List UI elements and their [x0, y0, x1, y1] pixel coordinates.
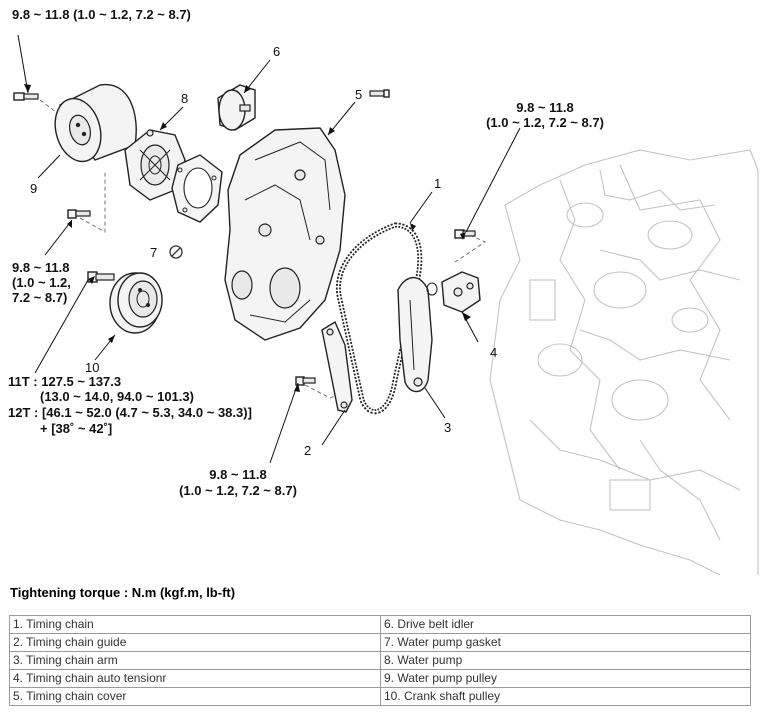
- no-reuse-icon: [169, 245, 183, 259]
- callout-2: 2: [304, 443, 311, 458]
- engine-block-outline: [489, 149, 759, 576]
- parts-legend-table: 1. Timing chain 6. Drive belt idler 2. T…: [9, 615, 751, 706]
- table-cell: 5. Timing chain cover: [9, 687, 381, 706]
- table-cell: 6. Drive belt idler: [380, 615, 751, 634]
- callout-3: 3: [444, 420, 451, 435]
- callout-8: 8: [181, 91, 188, 106]
- bolt-top-left: [13, 92, 39, 101]
- callout-4: 4: [490, 345, 497, 360]
- legend-title: Tightening torque : N.m (kgf.m, lb-ft): [10, 585, 236, 600]
- table-row: 2. Timing chain guide 7. Water pump gask…: [9, 633, 751, 652]
- callout-9: 9: [30, 181, 37, 196]
- table-row: 5. Timing chain cover 10. Crank shaft pu…: [9, 687, 751, 706]
- torque-left-line1: 9.8 ~ 11.8: [12, 260, 69, 275]
- table-cell: 2. Timing chain guide: [9, 633, 381, 652]
- callout-5: 5: [355, 87, 362, 102]
- torque-crank-11t-line1: 11T : 127.5 ~ 137.3: [8, 374, 121, 389]
- torque-bottom-line2: (1.0 ~ 1.2, 7.2 ~ 8.7): [179, 483, 297, 498]
- torque-top-left: 9.8 ~ 11.8 (1.0 ~ 1.2, 7.2 ~ 8.7): [12, 7, 191, 22]
- crank-shaft-pulley: [109, 272, 163, 334]
- table-cell: 10. Crank shaft pulley: [380, 687, 751, 706]
- callout-7: 7: [150, 245, 157, 260]
- timing-chain-cover: [224, 127, 346, 341]
- guide-bolt: [295, 376, 316, 386]
- drive-belt-idler: [217, 84, 256, 131]
- torque-left-line2: (1.0 ~ 1.2,: [12, 275, 71, 290]
- water-pump-pulley: [54, 83, 137, 163]
- table-row: 4. Timing chain auto tensionr 9. Water p…: [9, 669, 751, 688]
- callout-10: 10: [85, 360, 99, 375]
- table-cell: 4. Timing chain auto tensionr: [9, 669, 381, 688]
- bolt-left: [67, 209, 91, 219]
- torque-crank-12t-line2: + [38˚ ~ 42˚]: [40, 421, 112, 436]
- torque-right-line1: 9.8 ~ 11.8: [516, 100, 573, 115]
- timing-chain: [336, 222, 423, 414]
- torque-crank-12t-line1: 12T : [46.1 ~ 52.0 (4.7 ~ 5.3, 34.0 ~ 38…: [8, 405, 252, 420]
- timing-chain-auto-tensioner: [426, 271, 481, 313]
- torque-right-line2: (1.0 ~ 1.2, 7.2 ~ 8.7): [486, 115, 604, 130]
- table-cell: 8. Water pump: [380, 651, 751, 670]
- water-pump-gasket: [171, 154, 223, 223]
- table-cell: 3. Timing chain arm: [9, 651, 381, 670]
- table-cell: 9. Water pump pulley: [380, 669, 751, 688]
- arrow-heads: [24, 84, 471, 392]
- timing-chain-arm: [397, 276, 433, 393]
- cover-bolt: [369, 89, 390, 98]
- torque-crank-11t-line2: (13.0 ~ 14.0, 94.0 ~ 101.3): [40, 389, 194, 404]
- exploded-view-diagram: 9.8 ~ 11.8 (1.0 ~ 1.2, 7.2 ~ 8.7) 9.8 ~ …: [8, 7, 759, 576]
- callout-6: 6: [273, 44, 280, 59]
- torque-bottom-line1: 9.8 ~ 11.8: [209, 467, 266, 482]
- timing-chain-guide: [321, 320, 353, 413]
- table-row: 3. Timing chain arm 8. Water pump: [9, 651, 751, 670]
- callout-1: 1: [434, 176, 441, 191]
- torque-left-line3: 7.2 ~ 8.7): [12, 290, 67, 305]
- table-cell: 1. Timing chain: [9, 615, 381, 634]
- table-row: 1. Timing chain 6. Drive belt idler: [9, 615, 751, 634]
- table-cell: 7. Water pump gasket: [380, 633, 751, 652]
